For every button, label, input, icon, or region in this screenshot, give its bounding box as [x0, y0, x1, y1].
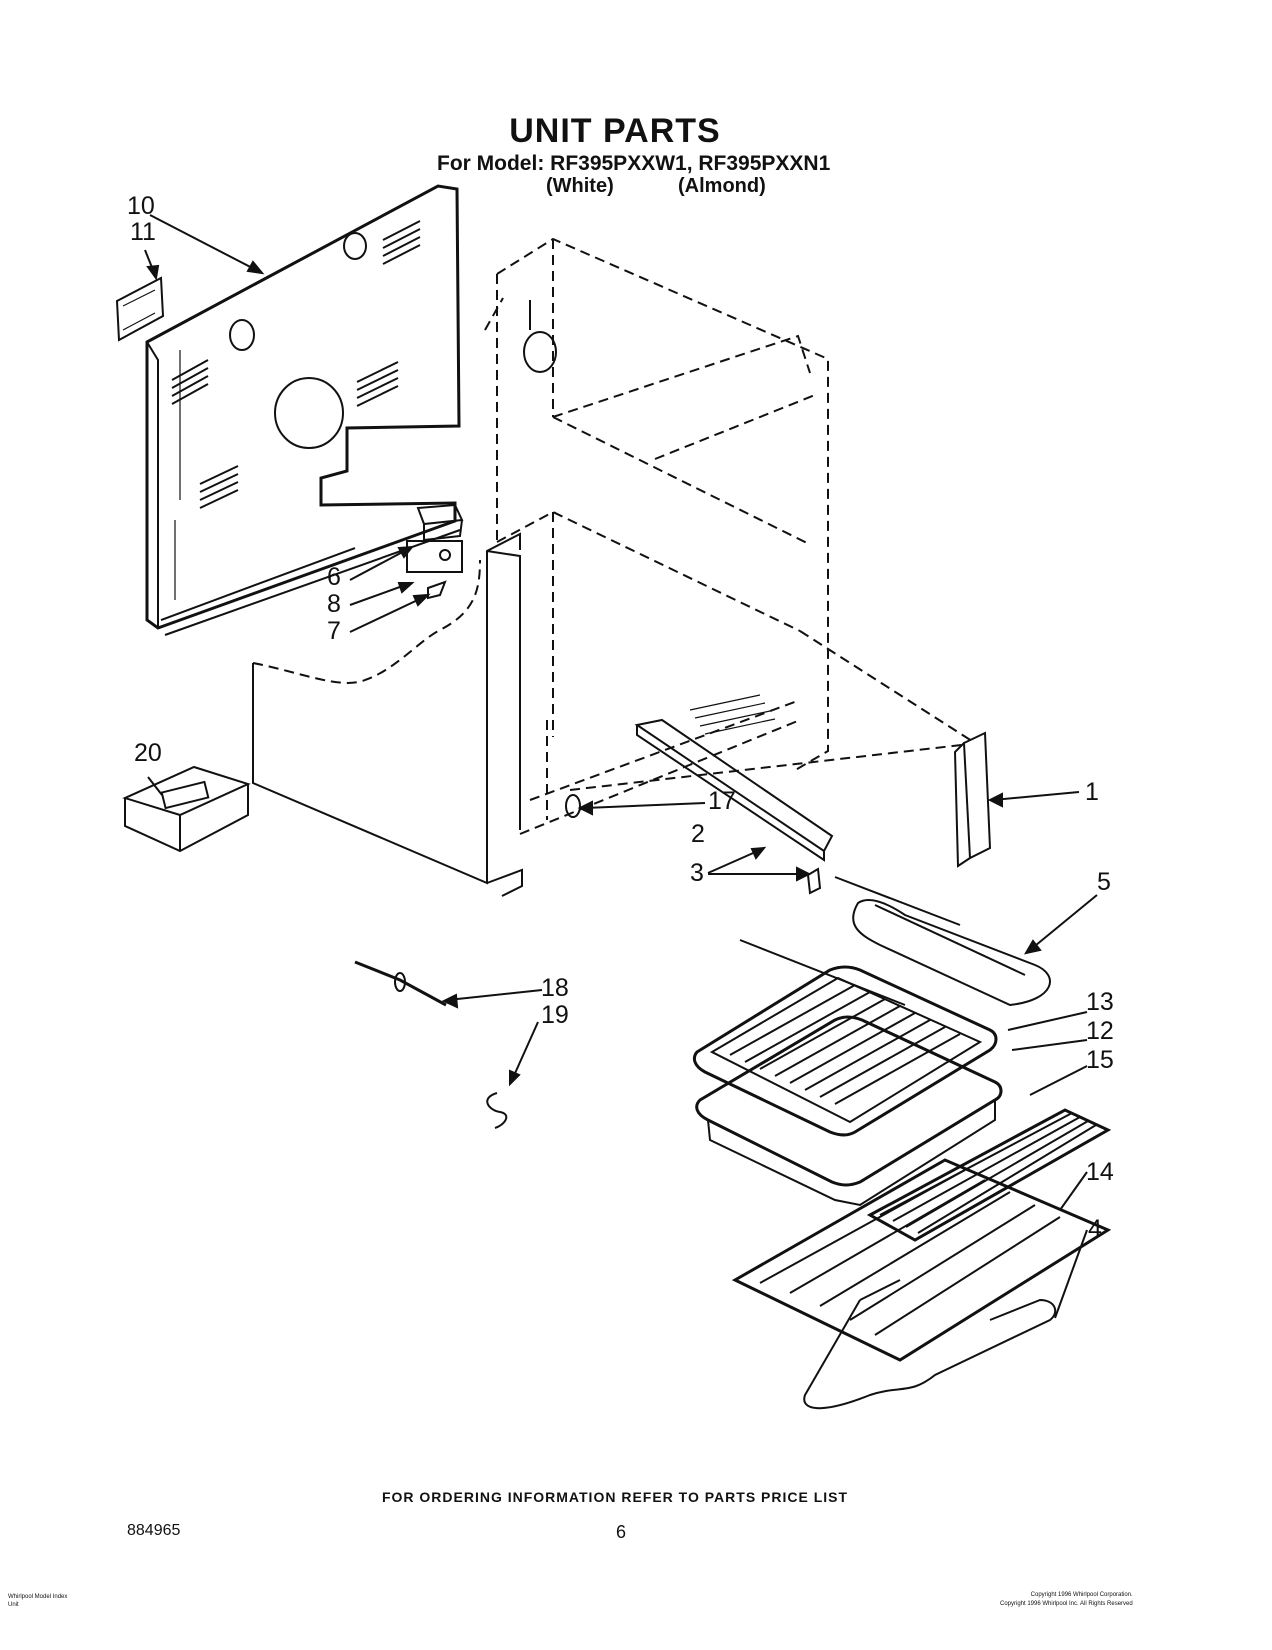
cabinet-frame	[252, 237, 987, 897]
callout-3: 3	[690, 859, 704, 887]
model-numbers: For Model: RF395PXXW1, RF395PXXN1	[437, 152, 831, 175]
leader-lines	[144, 214, 1098, 1319]
callout-19: 19	[541, 1001, 569, 1029]
color-white-label: (White)	[546, 175, 614, 197]
clip-3	[806, 867, 822, 895]
callout-10: 10	[127, 192, 155, 220]
meat-probe-18	[354, 960, 447, 1007]
oven-rack-lower	[731, 1158, 1112, 1362]
clip-19	[486, 1092, 508, 1129]
copyright-line: Copyright 1996 Whirlpool Inc. All Rights…	[1000, 1601, 1133, 1607]
callout-14: 14	[1086, 1158, 1114, 1186]
oven-rack-upper	[866, 1108, 1112, 1242]
callout-7: 7	[327, 617, 341, 645]
fine-print-left-line: Whirlpool Model Index	[8, 1594, 68, 1600]
callout-17: 17	[708, 787, 736, 815]
callout-15: 15	[1086, 1046, 1114, 1074]
fine-print-left-line: Unit	[8, 1602, 19, 1608]
back-panel	[145, 184, 464, 636]
fine-print-left: Whirlpool Model Index Unit	[8, 1593, 67, 1609]
bake-element-4	[803, 1279, 1057, 1410]
page-title: UNIT PARTS	[509, 112, 721, 150]
toe-kick-rail	[634, 718, 834, 862]
broiler-pan	[692, 965, 1003, 1207]
callout-8: 8	[327, 590, 341, 618]
bracket-11	[115, 276, 165, 342]
callout-1: 1	[1085, 778, 1099, 806]
copyright-line: Copyright 1996 Whirlpool Corporation.	[1030, 1592, 1133, 1598]
callout-18: 18	[541, 974, 569, 1002]
callout-13: 13	[1086, 988, 1114, 1016]
callout-20: 20	[134, 739, 162, 767]
callout-12: 12	[1086, 1017, 1114, 1045]
callout-11: 11	[130, 218, 156, 246]
side-trim-1	[953, 731, 992, 868]
callout-5: 5	[1097, 868, 1111, 896]
callout-2: 2	[691, 820, 705, 848]
document-number: 884965	[127, 1522, 181, 1539]
ordering-note: FOR ORDERING INFORMATION REFER TO PARTS …	[381, 1489, 849, 1505]
copyright-notice: Copyright 1996 Whirlpool Corporation. Co…	[1000, 1591, 1133, 1609]
page-number: 6	[616, 1522, 627, 1542]
callout-4: 4	[1088, 1215, 1102, 1243]
color-almond-label: (Almond)	[678, 175, 766, 197]
part-20-block	[122, 765, 251, 853]
knob-17	[565, 794, 581, 818]
broil-element-5	[739, 876, 1051, 1007]
callout-6: 6	[327, 563, 341, 591]
